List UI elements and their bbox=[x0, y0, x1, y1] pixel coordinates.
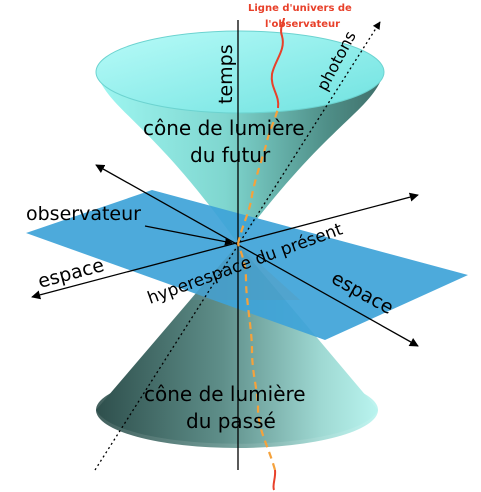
future-cone-top bbox=[95, 30, 385, 114]
observer-label: observateur bbox=[26, 203, 141, 225]
worldline-label-1: Ligne d'univers de bbox=[248, 3, 352, 14]
past-cone-label-1: cône de lumière bbox=[144, 382, 306, 406]
worldline-label-2: l'observateur bbox=[265, 19, 340, 30]
past-cone-label-2: du passé bbox=[186, 409, 276, 433]
worldline-past-tail bbox=[272, 469, 277, 491]
future-cone-label-2: du futur bbox=[190, 143, 271, 167]
worldline-past bbox=[236, 243, 277, 471]
future-cone-label-1: cône de lumière bbox=[143, 116, 305, 140]
space-axis-b bbox=[31, 192, 419, 300]
worldline-future-outside bbox=[270, 17, 285, 109]
worldline-future-inside bbox=[236, 107, 280, 245]
future-cone-body bbox=[96, 72, 384, 244]
observer-pointer bbox=[144, 225, 233, 246]
time-axis-label: temps bbox=[215, 44, 237, 104]
future-light-cone bbox=[95, 30, 385, 244]
past-cone-base bbox=[96, 372, 378, 448]
